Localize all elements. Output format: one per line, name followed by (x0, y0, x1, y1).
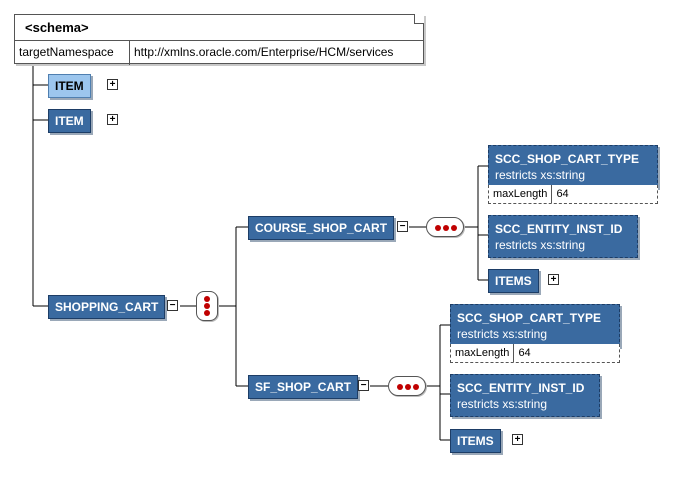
sequence-compositor-icon[interactable] (388, 376, 426, 396)
sf-shop-cart-type-node[interactable]: SCC_SHOP_CART_TYPE restricts xs:string (450, 304, 620, 347)
course-entity-node[interactable]: SCC_ENTITY_INST_ID restricts xs:string (488, 215, 638, 258)
shopping-cart-node[interactable]: SHOPPING_CART (48, 295, 166, 319)
choice-compositor-icon[interactable] (196, 291, 218, 321)
sf-shop-cart-label: SF_SHOP_CART (255, 380, 352, 394)
course-items-node[interactable]: ITEMS (488, 269, 539, 293)
sf-shop-cart-node[interactable]: SF_SHOP_CART (248, 375, 359, 399)
expand-icon[interactable]: + (548, 274, 559, 285)
item-node-1-label: ITEM (55, 79, 84, 93)
course-facet-value: 64 (556, 188, 569, 200)
sf-entity-restricts: restricts xs:string (457, 397, 548, 411)
sf-entity-name: SCC_ENTITY_INST_ID (457, 381, 585, 395)
fold-corner-icon (414, 14, 424, 24)
course-entity-restricts: restricts xs:string (495, 238, 586, 252)
sf-items-node[interactable]: ITEMS (450, 429, 501, 453)
schema-attr-value: http://xmlns.oracle.com/Enterprise/HCM/s… (134, 45, 394, 59)
course-shop-cart-type-node[interactable]: SCC_SHOP_CART_TYPE restricts xs:string (488, 145, 658, 188)
course-shop-cart-label: COURSE_SHOP_CART (255, 221, 388, 235)
schema-attr-key: targetNamespace (15, 41, 130, 65)
course-type-name: SCC_SHOP_CART_TYPE (495, 152, 640, 166)
expand-icon[interactable]: + (107, 79, 118, 90)
sf-type-name: SCC_SHOP_CART_TYPE (457, 311, 602, 325)
schema-title: <schema> (25, 20, 89, 35)
sf-type-restricts: restricts xs:string (457, 327, 548, 341)
shopping-cart-label: SHOPPING_CART (55, 300, 159, 314)
course-type-restricts: restricts xs:string (495, 168, 586, 182)
sf-items-label: ITEMS (457, 434, 494, 448)
course-entity-name: SCC_ENTITY_INST_ID (495, 222, 623, 236)
expand-icon[interactable]: + (107, 114, 118, 125)
schema-attribute-row: targetNamespace http://xmlns.oracle.com/… (15, 40, 423, 65)
sequence-compositor-icon[interactable] (426, 217, 464, 237)
collapse-icon[interactable]: − (397, 221, 408, 232)
collapse-icon[interactable]: − (167, 300, 178, 311)
course-items-label: ITEMS (495, 274, 532, 288)
sf-entity-node[interactable]: SCC_ENTITY_INST_ID restricts xs:string (450, 374, 600, 417)
course-shop-cart-node[interactable]: COURSE_SHOP_CART (248, 216, 395, 240)
course-facet-key: maxLength (489, 185, 553, 203)
item-node-2-label: ITEM (55, 114, 84, 128)
sf-facet-value: 64 (518, 347, 531, 359)
expand-icon[interactable]: + (512, 434, 523, 445)
item-node-2[interactable]: ITEM (48, 109, 91, 133)
item-node-1[interactable]: ITEM (48, 74, 91, 98)
schema-box: <schema> targetNamespace http://xmlns.or… (14, 14, 424, 65)
sf-facet-key: maxLength (451, 344, 515, 362)
collapse-icon[interactable]: − (358, 380, 369, 391)
